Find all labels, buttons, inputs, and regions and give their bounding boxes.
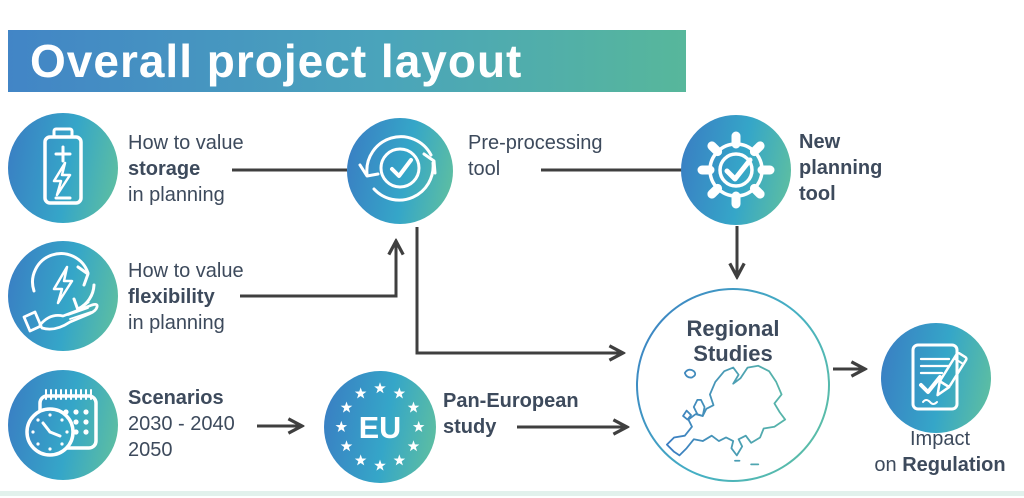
new-planning-tool-circle [681, 115, 791, 225]
storage-circle [8, 113, 118, 223]
page-divider [0, 491, 1024, 496]
regional-studies-circle: Regional Studies [636, 288, 830, 482]
scenarios-circle [8, 370, 118, 480]
gear-check-icon [697, 131, 775, 209]
storage-label: How to value storage in planning [128, 132, 244, 206]
eu-badge-text: EU [359, 411, 401, 445]
document-pencil-icon [911, 343, 968, 411]
scenarios-label: Scenarios 2030 - 2040 2050 [128, 387, 235, 461]
impact-label: Impact on Regulation [874, 428, 1006, 476]
flexibility-circle [8, 241, 118, 351]
regional-studies-label: Regional Studies [686, 316, 780, 366]
impact-circle [881, 323, 991, 433]
eu-stars-icon: EU [335, 382, 425, 471]
flexibility-label: How to value flexibility in planning [128, 260, 244, 334]
preprocessing-circle [347, 118, 453, 224]
europe-map-icon [666, 364, 787, 466]
new-planning-tool-label: New planning tool [799, 131, 883, 205]
title-banner: Overall project layout [8, 30, 686, 92]
eu-circle: EU [324, 371, 436, 483]
preprocessing-label: Pre-processing tool [468, 132, 603, 180]
pan-european-label: Pan-European study [443, 390, 579, 438]
sync-check-icon [358, 135, 437, 202]
calendar-clock-icon [25, 389, 98, 457]
hand-energy-icon [22, 252, 99, 333]
page-title: Overall project layout [30, 35, 523, 87]
battery-icon [43, 127, 83, 205]
